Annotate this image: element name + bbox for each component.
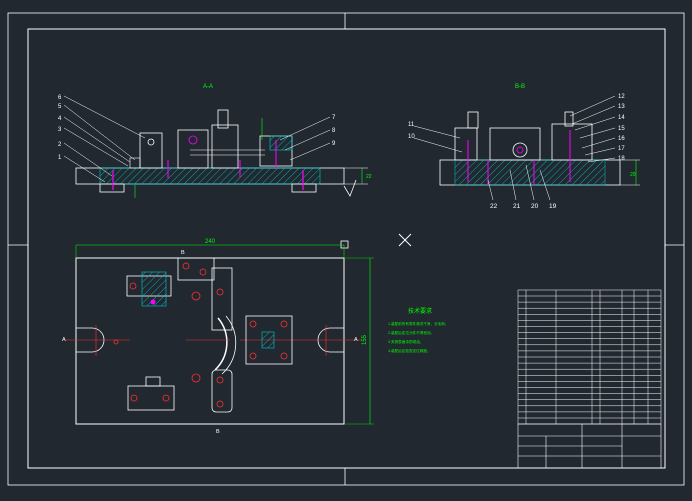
balloon-18: 18	[618, 156, 625, 162]
tech-req-line-1: 1.装配前所有零件清洗干净，去毛刺。	[388, 321, 449, 326]
section-mark-b-bottom: B	[216, 429, 220, 435]
dim-width: 240	[205, 239, 216, 245]
dim-section-height: 22	[366, 174, 372, 180]
tech-req-line-4: 4.装配后应检查定位精度。	[388, 348, 431, 353]
balloon-2: 2	[58, 142, 62, 148]
balloon-12: 12	[618, 94, 625, 100]
section-mark-b-top: B	[181, 250, 185, 256]
section-bb-view: 20	[439, 111, 640, 186]
balloon-13: 13	[618, 104, 625, 110]
tech-req-line-2: 2.装配后定位元件不得松动。	[388, 330, 434, 335]
balloon-19: 19	[549, 203, 557, 210]
balloon-labels-aa-left: 6 5 4 3 2 1	[58, 95, 62, 161]
balloon-5: 5	[58, 104, 62, 110]
balloon-labels-aa-right: 7 8 9	[332, 115, 336, 147]
balloon-22: 22	[490, 203, 498, 210]
section-mark-a-left: A	[62, 337, 66, 343]
balloon-20: 20	[531, 203, 539, 210]
cursor-pickbox-icon	[340, 240, 349, 249]
balloon-7: 7	[332, 115, 336, 121]
dim-height: 155	[362, 334, 368, 345]
sheet-inner-border	[27, 28, 666, 469]
tech-requirements: 技术要求 1.装配前所有零件清洗干净，去毛刺。 2.装配后定位元件不得松动。 3…	[388, 307, 449, 353]
balloon-8: 8	[332, 128, 336, 134]
tech-req-line-3: 3.夹具表面涂防锈油。	[388, 339, 423, 344]
sheet-outer-border	[7, 12, 685, 486]
balloon-1: 1	[58, 155, 62, 161]
balloon-21: 21	[513, 203, 521, 210]
balloon-4: 4	[58, 116, 62, 122]
balloon-10: 10	[408, 134, 415, 140]
balloon-9: 9	[332, 141, 336, 147]
parts-list-table	[517, 289, 662, 425]
section-mark-a-right: A	[354, 337, 358, 343]
leaders-aa-right	[279, 116, 331, 161]
section-aa-label: A-A	[203, 84, 213, 90]
leaders-bb-right	[569, 95, 616, 163]
balloon-14: 14	[618, 115, 625, 121]
cursor-crosshair-icon	[398, 233, 412, 247]
tech-req-title: 技术要求	[408, 307, 432, 315]
leaders-bb-bottom	[487, 164, 551, 201]
dim-b-height: 20	[630, 172, 636, 178]
section-aa-view: 22	[75, 109, 372, 198]
title-block	[517, 423, 662, 469]
balloon-11: 11	[408, 122, 415, 128]
plan-view: 240 155 A A B B	[62, 239, 374, 435]
section-bb-label: B-B	[515, 84, 525, 90]
balloon-3: 3	[58, 127, 62, 133]
balloon-16: 16	[618, 136, 625, 142]
balloon-6: 6	[58, 95, 62, 101]
leaders-bb-left	[413, 125, 463, 153]
balloon-15: 15	[618, 126, 625, 132]
balloon-labels-bb-right: 12 13 14 15 16 17 18	[618, 94, 625, 162]
balloon-17: 17	[618, 146, 625, 152]
leaders-aa-left	[63, 95, 146, 183]
